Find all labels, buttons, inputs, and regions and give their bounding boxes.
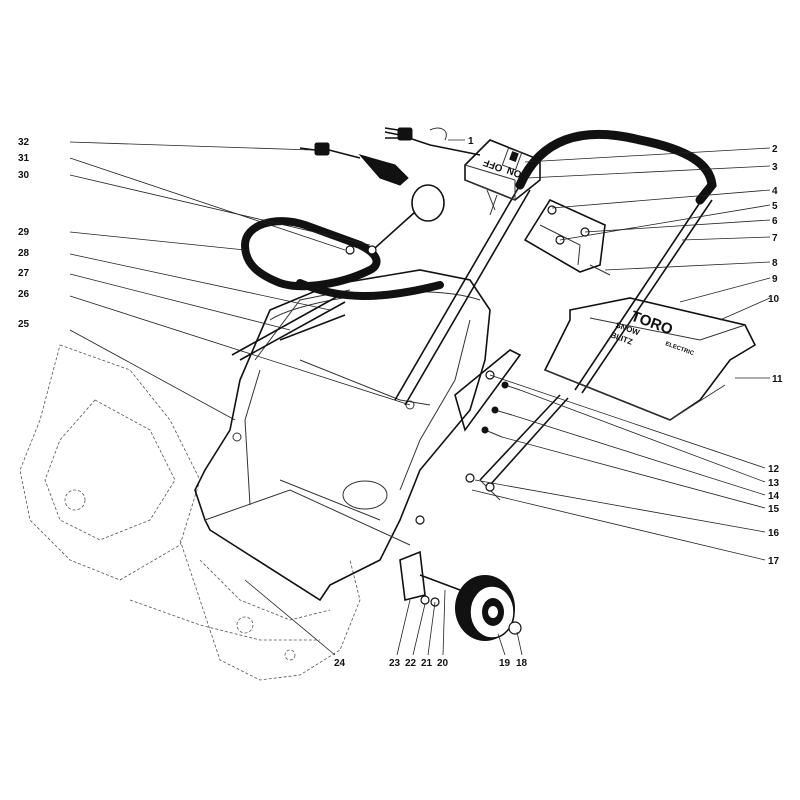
callout-25: 25 <box>18 319 30 330</box>
lower-handle <box>241 217 444 300</box>
callout-3: 3 <box>772 162 778 173</box>
cord-assembly <box>299 127 481 186</box>
rods <box>231 294 346 361</box>
switch-box: ON OFF <box>464 139 541 216</box>
callout-7: 7 <box>772 233 778 244</box>
wheel-assembly <box>399 550 522 641</box>
loop-pin <box>345 184 445 255</box>
callout-19: 19 <box>499 658 511 669</box>
callout-27: 27 <box>18 268 30 279</box>
callout-17: 17 <box>768 556 780 567</box>
callout-15: 15 <box>768 504 780 515</box>
callout-4: 4 <box>772 186 778 197</box>
side-plate <box>454 349 569 501</box>
callout-13: 13 <box>768 478 780 489</box>
callout-29: 29 <box>18 227 30 238</box>
callout-11: 11 <box>772 374 783 385</box>
frame-assembly <box>194 269 491 602</box>
callout-18: 18 <box>516 658 528 669</box>
switch-on-label: ON <box>506 164 524 179</box>
callout-31: 31 <box>18 153 30 164</box>
leader-lines <box>69 139 771 656</box>
callout-16: 16 <box>768 528 780 539</box>
callout-32: 32 <box>18 137 30 148</box>
callout-10: 10 <box>768 294 780 305</box>
callout-26: 26 <box>18 289 30 300</box>
bracket <box>523 198 611 276</box>
upper-handle <box>394 129 717 406</box>
callout-6: 6 <box>772 216 778 227</box>
callout-labels: 1 2 3 4 5 6 7 8 9 10 11 12 13 14 15 16 1… <box>18 136 783 669</box>
hood-cover: TORO SNOW BLITZ ELECTRIC <box>543 297 757 421</box>
callout-5: 5 <box>772 201 778 212</box>
ghost-housing <box>19 344 361 681</box>
callout-24: 24 <box>334 658 346 669</box>
callout-2: 2 <box>772 144 778 155</box>
callout-21: 21 <box>421 658 433 669</box>
callout-9: 9 <box>772 274 778 285</box>
callout-28: 28 <box>18 248 30 259</box>
callout-30: 30 <box>18 170 30 181</box>
callout-1: 1 <box>468 136 474 147</box>
callout-20: 20 <box>437 658 449 669</box>
callout-22: 22 <box>405 658 417 669</box>
callout-8: 8 <box>772 258 778 269</box>
callout-12: 12 <box>768 464 780 475</box>
hood-line3: ELECTRIC <box>664 341 695 357</box>
callout-23: 23 <box>389 658 401 669</box>
callout-14: 14 <box>768 491 780 502</box>
